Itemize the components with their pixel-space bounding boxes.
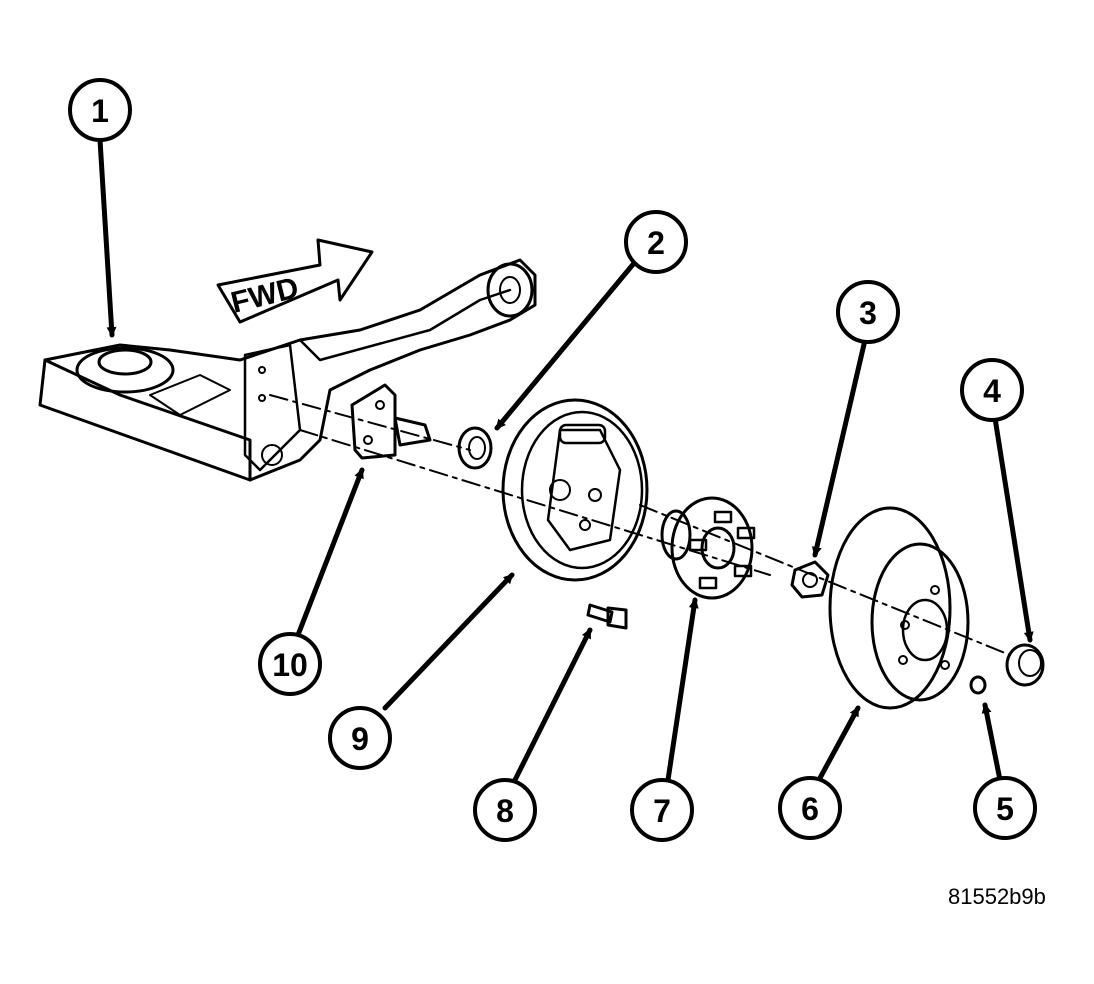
callout-5: 5 (973, 776, 1037, 840)
svg-text:7: 7 (653, 793, 671, 829)
svg-text:1: 1 (91, 93, 109, 129)
figure-id: 81552b9b (948, 884, 1046, 909)
svg-text:8: 8 (496, 793, 514, 829)
part-4-dust-cap (1005, 643, 1045, 687)
part-5-washer (969, 675, 987, 695)
leader-1 (97, 137, 117, 338)
leader-10 (295, 467, 365, 638)
leader-8 (512, 627, 593, 783)
part-9-backing-plate (501, 398, 649, 582)
callout-2: 2 (624, 210, 688, 274)
leader-4 (992, 415, 1034, 643)
callout-6: 6 (778, 776, 842, 840)
leader-6 (817, 705, 861, 781)
svg-text:4: 4 (983, 373, 1001, 409)
svg-text:3: 3 (859, 295, 877, 331)
svg-text:5: 5 (996, 791, 1014, 827)
svg-text:6: 6 (801, 791, 819, 827)
part-10-spindle (350, 383, 432, 460)
svg-text:9: 9 (351, 721, 369, 757)
part-8-bolt (586, 603, 628, 630)
callout-7: 7 (630, 778, 694, 842)
callout-10: 10 (258, 632, 322, 696)
part-7-hub (660, 496, 756, 600)
axle-trailing-arm (38, 258, 537, 482)
callout-1: 1 (68, 78, 132, 142)
leader-arrows (97, 137, 1034, 783)
callout-9: 9 (328, 706, 392, 770)
leader-9 (382, 572, 515, 711)
fwd-label: FWD (228, 271, 302, 320)
callout-8: 8 (473, 778, 537, 842)
callout-3: 3 (836, 280, 900, 344)
part-2-seal (457, 426, 493, 470)
forward-direction-arrow: FWD (216, 238, 374, 324)
leader-3 (811, 337, 868, 558)
leader-5 (981, 702, 1003, 783)
svg-text:2: 2 (647, 225, 665, 261)
leader-7 (665, 597, 699, 783)
callout-4: 4 (960, 358, 1024, 422)
part-6-brake-drum (828, 506, 970, 710)
part-3-nut (790, 560, 830, 599)
svg-text:10: 10 (272, 647, 308, 683)
leader-2 (494, 259, 638, 431)
